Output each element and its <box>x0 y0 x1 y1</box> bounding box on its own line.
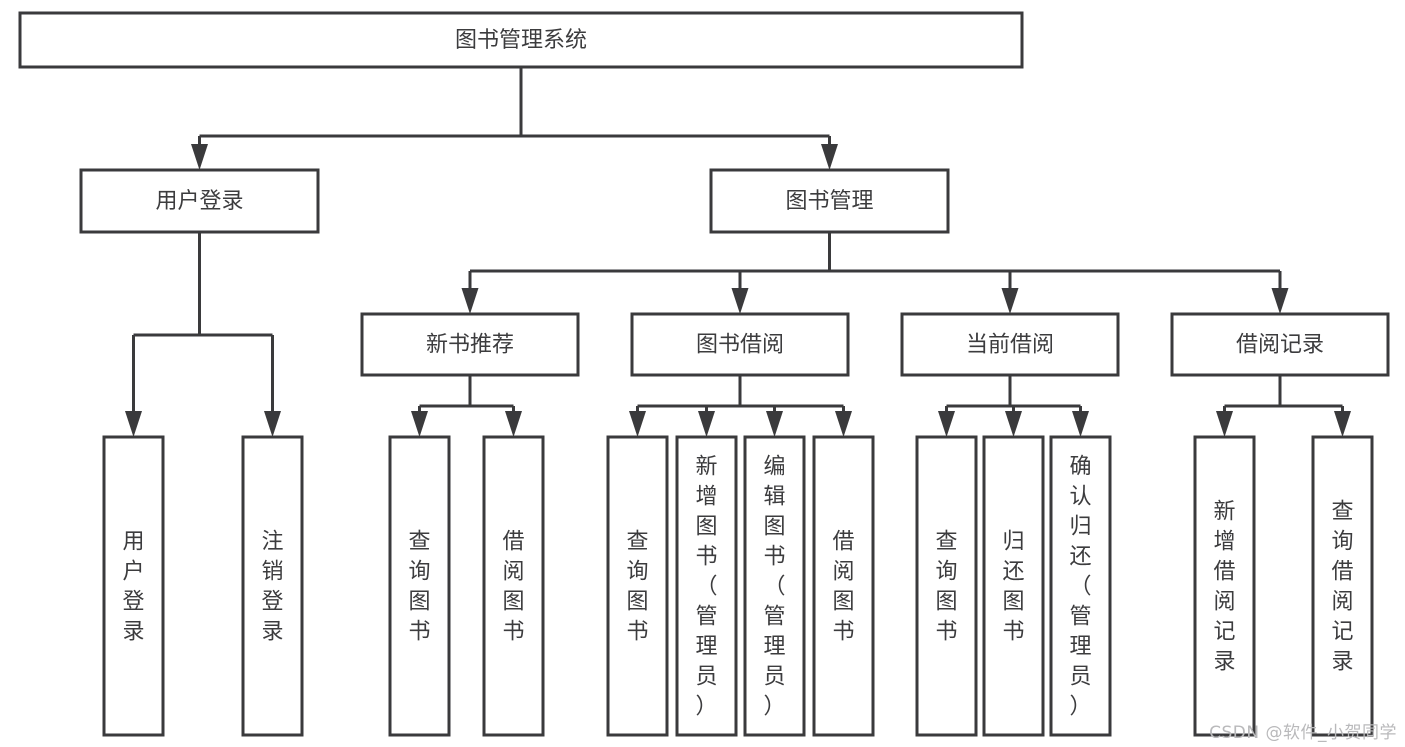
node-box[interactable] <box>675 435 738 737</box>
node-label: 当前借阅 <box>966 333 1054 358</box>
node-label: 借阅记录 <box>1236 333 1324 358</box>
node-label: 查询图书 <box>935 530 957 645</box>
node-new-book-recommend[interactable]: 新书推荐 <box>360 312 580 377</box>
node-leaf-return-book[interactable]: 归还图书 <box>982 435 1045 737</box>
node-label: 查询图书 <box>408 530 430 645</box>
connector-group-borrow-records <box>1216 375 1351 437</box>
arrow-head <box>125 411 142 437</box>
node-leaf-user-login[interactable]: 用户登录 <box>102 435 165 737</box>
node-user-login[interactable]: 用户登录 <box>79 168 320 234</box>
node-label: 注销登录 <box>261 530 283 645</box>
node-box[interactable] <box>482 435 545 737</box>
watermark: CSDN @软件_小贺同学 <box>1209 723 1397 743</box>
node-box[interactable] <box>900 312 1120 377</box>
node-box[interactable] <box>102 435 165 737</box>
node-label: 图书管理系统 <box>455 28 587 53</box>
node-box[interactable] <box>79 168 320 234</box>
arrow-head <box>1005 411 1022 437</box>
connector-group-new-book-recommend <box>411 375 522 437</box>
node-label: 用户登录 <box>155 189 243 214</box>
node-box[interactable] <box>1049 435 1112 737</box>
node-box[interactable] <box>630 312 850 377</box>
node-leaf-confirm-return[interactable]: 确认归还（管理员） <box>1049 435 1112 737</box>
node-label: 归还图书 <box>1002 530 1024 645</box>
node-label: 新增图书（管理员） <box>695 455 717 720</box>
node-leaf-query-book-borrow[interactable]: 查询图书 <box>606 435 669 737</box>
node-label: 确认归还（管理员） <box>1069 455 1091 720</box>
arrow-head <box>698 411 715 437</box>
node-box[interactable] <box>812 435 875 737</box>
connector-group-book-borrow <box>629 375 852 437</box>
node-box[interactable] <box>982 435 1045 737</box>
node-box[interactable] <box>18 11 1024 69</box>
node-leaf-borrow-book[interactable]: 借阅图书 <box>812 435 875 737</box>
arrow-head <box>938 411 955 437</box>
arrow-head <box>411 411 428 437</box>
node-label: 图书管理 <box>785 189 873 214</box>
arrow-head <box>731 288 749 314</box>
arrow-head <box>1334 411 1351 437</box>
node-label: 用户登录 <box>122 530 144 645</box>
nodes-layer: 图书管理系统用户登录图书管理新书推荐图书借阅当前借阅借阅记录用户登录注销登录查询… <box>18 11 1390 737</box>
arrow-head <box>191 144 208 170</box>
connector-group-current-borrow <box>938 375 1089 437</box>
node-leaf-edit-book[interactable]: 编辑图书（管理员） <box>743 435 806 737</box>
arrow-head <box>821 144 838 170</box>
arrow-head <box>264 411 281 437</box>
node-leaf-borrow-book-recommend[interactable]: 借阅图书 <box>482 435 545 737</box>
node-box[interactable] <box>915 435 978 737</box>
node-box[interactable] <box>1170 312 1390 377</box>
arrow-head <box>835 411 852 437</box>
arrow-head <box>505 411 522 437</box>
arrow-head <box>1271 288 1289 314</box>
node-borrow-records[interactable]: 借阅记录 <box>1170 312 1390 377</box>
connector-group-user-login <box>125 232 281 437</box>
connectors-layer <box>125 67 1351 437</box>
connector-group-root <box>191 67 838 170</box>
arrow-head <box>766 411 783 437</box>
node-label: 借阅图书 <box>502 530 524 645</box>
node-box[interactable] <box>241 435 304 737</box>
arrow-head <box>1001 288 1019 314</box>
node-leaf-user-logout[interactable]: 注销登录 <box>241 435 304 737</box>
arrow-head <box>1216 411 1233 437</box>
node-box[interactable] <box>1193 435 1256 737</box>
node-leaf-query-book-recommend[interactable]: 查询图书 <box>388 435 451 737</box>
node-label: 查询借阅记录 <box>1331 500 1353 675</box>
node-box[interactable] <box>606 435 669 737</box>
arrow-head <box>629 411 646 437</box>
node-box[interactable] <box>1311 435 1374 737</box>
node-label: 编辑图书（管理员） <box>763 455 785 720</box>
node-box[interactable] <box>743 435 806 737</box>
node-book-borrow[interactable]: 图书借阅 <box>630 312 850 377</box>
connector-group-book-management <box>461 232 1289 314</box>
node-root[interactable]: 图书管理系统 <box>18 11 1024 69</box>
node-leaf-query-borrow-record[interactable]: 查询借阅记录 <box>1311 435 1374 737</box>
node-leaf-add-book[interactable]: 新增图书（管理员） <box>675 435 738 737</box>
node-box[interactable] <box>709 168 950 234</box>
node-label: 图书借阅 <box>696 333 784 358</box>
arrow-head <box>1072 411 1089 437</box>
node-leaf-add-borrow-record[interactable]: 新增借阅记录 <box>1193 435 1256 737</box>
node-label: 新书推荐 <box>426 333 514 358</box>
node-label: 借阅图书 <box>832 530 854 645</box>
node-box[interactable] <box>360 312 580 377</box>
node-book-management[interactable]: 图书管理 <box>709 168 950 234</box>
node-box[interactable] <box>388 435 451 737</box>
node-current-borrow[interactable]: 当前借阅 <box>900 312 1120 377</box>
node-label: 查询图书 <box>626 530 648 645</box>
arrow-head <box>461 288 479 314</box>
node-leaf-query-book-current[interactable]: 查询图书 <box>915 435 978 737</box>
node-label: 新增借阅记录 <box>1213 500 1235 675</box>
